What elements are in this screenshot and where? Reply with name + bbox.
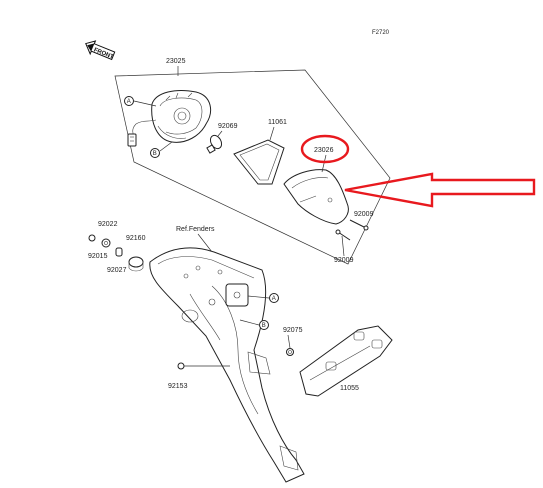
screw-upper [349, 219, 369, 231]
label-11055: 11055 [340, 385, 359, 392]
collar-92027 [115, 247, 123, 257]
tail-light-assembly-outline [114, 69, 391, 265]
wire-connector [127, 119, 157, 147]
washer-92015 [101, 238, 111, 248]
label-92153: 92153 [168, 383, 188, 390]
leader-callout-a-lower [247, 295, 270, 299]
label-92069: 92069 [218, 123, 238, 130]
callout-a-lower-circle [269, 293, 279, 303]
diagram-code: F2720 [372, 30, 390, 36]
leader-92069 [217, 130, 223, 137]
label-92009-lower: 92009 [334, 257, 354, 264]
highlight-circle [300, 134, 350, 164]
leader-92075 [287, 334, 291, 349]
lamp-housing [151, 90, 212, 143]
callout-b-circle [150, 148, 160, 158]
bulb [206, 134, 223, 154]
label-92009-upper: 92009 [354, 211, 374, 218]
washer-92022 [88, 234, 96, 242]
front-arrow-icon: FRONT [85, 40, 116, 61]
leader-callout-a [133, 100, 157, 107]
tail-light-lens [283, 169, 349, 225]
leader-callout-b [159, 141, 173, 152]
leader-reference [197, 233, 213, 253]
callout-b-lower-circle [259, 320, 269, 330]
label-92015: 92015 [88, 253, 108, 260]
label-23025: 23025 [166, 58, 186, 65]
label-92022: 92022 [98, 221, 118, 228]
leader-23026 [321, 154, 327, 173]
label-23026: 23026 [314, 147, 334, 154]
label-92027: 92027 [107, 267, 127, 274]
bolt-92153 [177, 362, 230, 370]
leader-callout-b-lower [239, 319, 260, 326]
callout-b-lower-label: B [262, 323, 266, 329]
leader-11061 [269, 126, 275, 141]
screw-lower [335, 229, 351, 241]
highlight-arrow [344, 172, 536, 208]
callout-a-label: A [127, 99, 131, 105]
damper-92160 [128, 256, 144, 272]
rear-fender [149, 247, 305, 483]
callout-b-label: B [153, 151, 157, 157]
gasket [233, 139, 285, 185]
grommet-92075 [286, 348, 294, 356]
reference-label: Ref.Fenders [176, 226, 215, 233]
license-bracket [299, 325, 393, 397]
label-11061: 11061 [268, 119, 287, 126]
label-92160: 92160 [126, 235, 146, 242]
callout-a-circle [124, 96, 134, 106]
leader-92009-lower [341, 235, 345, 257]
callout-a-lower-label: A [272, 296, 276, 302]
label-92075: 92075 [283, 327, 303, 334]
